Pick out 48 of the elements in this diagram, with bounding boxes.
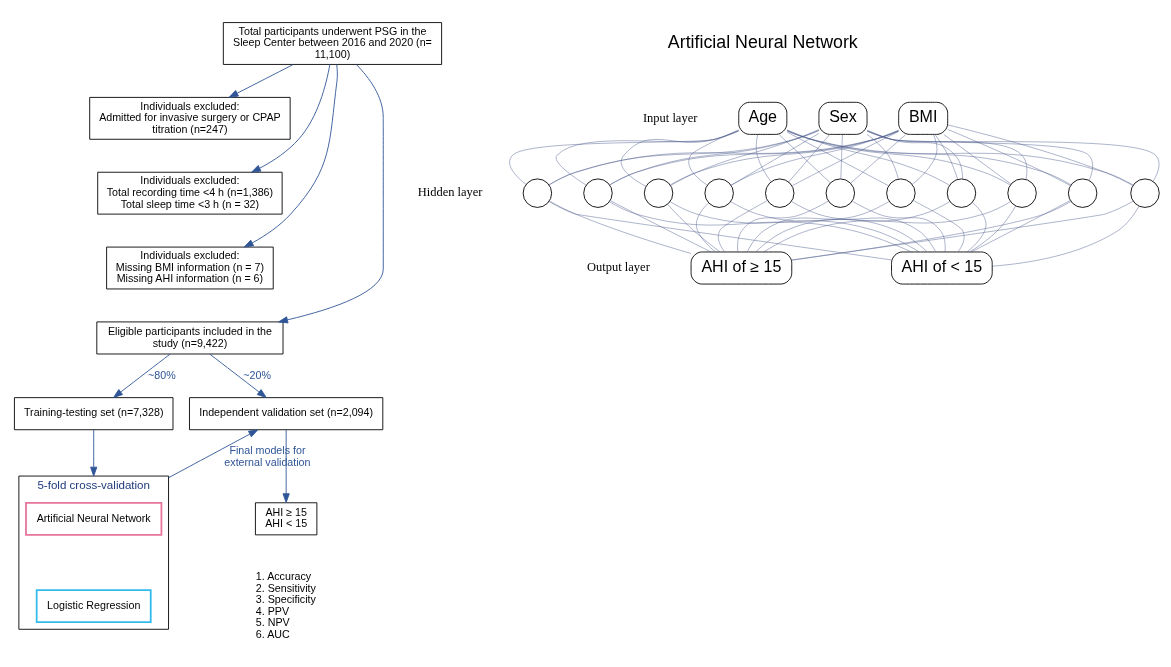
- node-circle: [643, 178, 674, 208]
- arrow: [251, 64, 331, 173]
- node-box: Logistic Regression: [35, 589, 152, 624]
- node-box: Individuals excluded: Admitted for invasive surgery or CPAP titration (n=247): [89, 96, 291, 140]
- node-circle: [886, 178, 916, 208]
- node-box: Individuals excluded: Total recording time <4 h (n=1,386) Total sleep time <3 h (n = 32): [97, 171, 283, 215]
- arrow: [90, 429, 98, 477]
- node-box: Sex: [818, 101, 868, 135]
- node-box: AHI ≥ 15 AHI < 15: [254, 502, 318, 536]
- node-label: 3. Specificity: [255, 593, 316, 606]
- edge-label: ~80%: [148, 368, 176, 381]
- arrow: [243, 64, 338, 248]
- node-label: 6. AUC: [255, 627, 290, 640]
- node-box: Total participants underwent PSG in the Sleep Center between 2016 and 2020 (n= 11,100): [222, 22, 443, 65]
- node-label: 2. Sensitivity: [255, 581, 316, 594]
- node-box: Artificial Neural Network: [25, 501, 163, 536]
- node-circle: [583, 178, 613, 208]
- label: Hidden layer: [417, 185, 483, 200]
- node-label: 4. PPV: [255, 604, 290, 617]
- node-box: Training-testing set (n=7,328): [13, 397, 174, 431]
- node-box: Eligible participants included in the study (n=9,422): [96, 321, 284, 355]
- node-box: BMI: [898, 101, 949, 135]
- label: Output layer: [587, 260, 650, 275]
- edge-label: Final models for external validation: [224, 444, 311, 468]
- node-label: 5. NPV: [255, 616, 290, 629]
- arrow: [113, 353, 171, 398]
- node-box: AHI of ≥ 15: [690, 251, 793, 285]
- node-circle: [825, 178, 855, 208]
- arrow: [282, 429, 290, 504]
- label: Artificial Neural Network: [667, 31, 858, 52]
- node-box: Age: [738, 101, 788, 135]
- label: Input layer: [642, 110, 698, 125]
- node-label: 1. Accuracy: [255, 569, 312, 582]
- node-circle: [704, 178, 734, 208]
- node-circle: [522, 178, 553, 208]
- node-circle: [1067, 178, 1098, 208]
- node-circle: [1130, 178, 1160, 208]
- node-circle: [946, 178, 977, 208]
- edge-label: ~20%: [243, 368, 272, 381]
- arrow: [278, 64, 384, 324]
- node-box: Independent validation set (n=2,094): [189, 397, 384, 431]
- arrow: [168, 429, 259, 479]
- node-circle: [765, 178, 795, 208]
- node-box: Individuals excluded: Missing BMI information (n = 7) Missing AHI information (n = 6): [106, 246, 274, 290]
- arrow: [209, 353, 267, 398]
- node-box: AHI of < 15: [891, 251, 993, 285]
- node-circle: [1007, 178, 1037, 208]
- arrow: [228, 64, 294, 98]
